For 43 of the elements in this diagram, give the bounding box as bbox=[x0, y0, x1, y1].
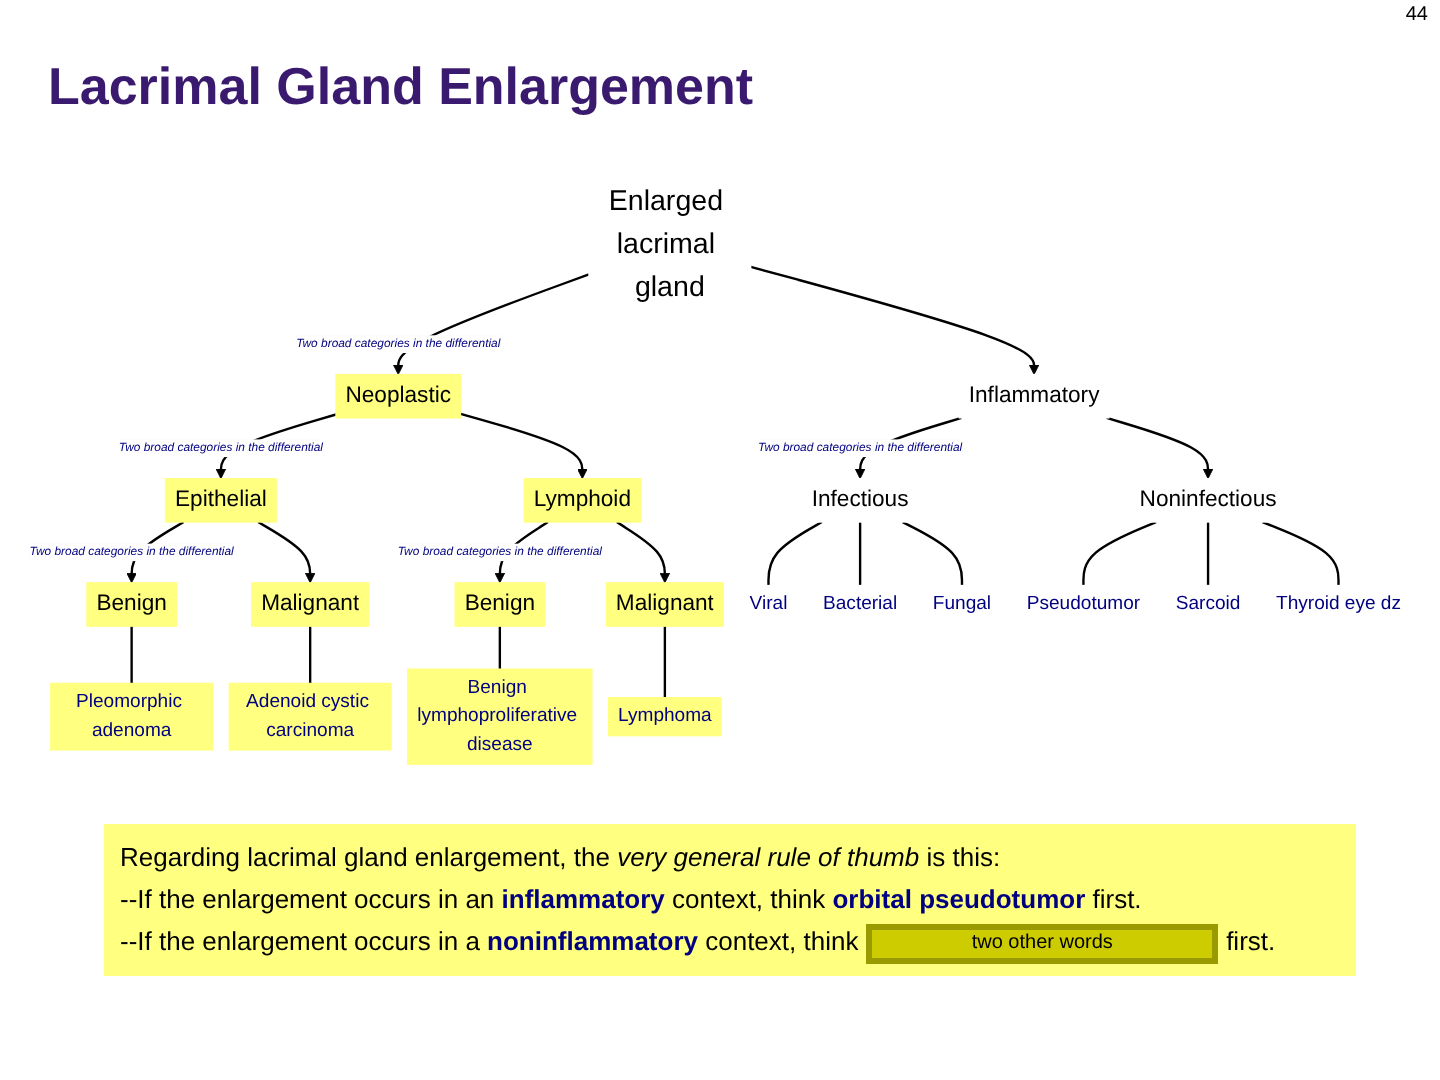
node-text: Enlarged lacrimal gland bbox=[608, 185, 724, 304]
node-box: Pleomorphic adenoma bbox=[50, 682, 214, 751]
node-text: Infectious bbox=[811, 486, 909, 512]
arrow bbox=[616, 521, 671, 584]
connector bbox=[1262, 520, 1340, 586]
node-box: Lymphoid bbox=[523, 478, 642, 523]
node-box: Adenoid cystic carcinoma bbox=[228, 682, 392, 751]
node-box: Malignant bbox=[605, 582, 724, 627]
arrow bbox=[460, 412, 588, 480]
arrow bbox=[750, 265, 1040, 375]
page-number: 44 bbox=[1405, 4, 1428, 26]
node-box: Neoplastic bbox=[335, 373, 462, 419]
connector bbox=[767, 521, 823, 586]
connector bbox=[1082, 520, 1157, 586]
note-text: --If the enlargement occurs in a noninflammatory context, think bbox=[120, 924, 859, 960]
arrow bbox=[1106, 416, 1214, 480]
connector bbox=[498, 626, 502, 670]
node-text: Sarcoid bbox=[1175, 593, 1241, 615]
connector bbox=[858, 522, 862, 586]
note-text: --If the enlargement occurs in an inflammatory context, think orbital pseudotumor first. bbox=[120, 882, 1142, 918]
node-text: Bacterial bbox=[823, 593, 898, 615]
node-text: Noninfectious bbox=[1139, 486, 1277, 512]
note-text: Regarding lacrimal gland enlargement, the very general rule of thumb is this: bbox=[120, 840, 1001, 876]
node-text: Fungal bbox=[932, 593, 992, 615]
node-text: Inflammatory bbox=[968, 382, 1100, 408]
node-text: Viral bbox=[749, 593, 788, 615]
masked-answer-box: two other words bbox=[865, 923, 1219, 964]
connector bbox=[308, 626, 312, 684]
connector bbox=[663, 626, 667, 698]
node-text: Thyroid eye dz bbox=[1276, 593, 1401, 615]
node-box: Lymphoma bbox=[608, 697, 722, 737]
node-box: Malignant bbox=[251, 582, 370, 627]
node-box: Epithelial bbox=[164, 478, 277, 523]
connector bbox=[1206, 522, 1210, 586]
note-text: first. bbox=[1226, 924, 1276, 960]
connector bbox=[130, 626, 133, 684]
node-box: Benign bbox=[86, 582, 177, 627]
title: Lacrimal Gland Enlargement bbox=[48, 56, 754, 118]
node-box: Benign bbox=[454, 582, 546, 627]
node-box: Benign lymphoproliferative disease bbox=[407, 668, 593, 765]
node-text: Pseudotumor bbox=[1026, 593, 1141, 615]
arrow bbox=[257, 521, 316, 584]
connector bbox=[902, 521, 964, 586]
